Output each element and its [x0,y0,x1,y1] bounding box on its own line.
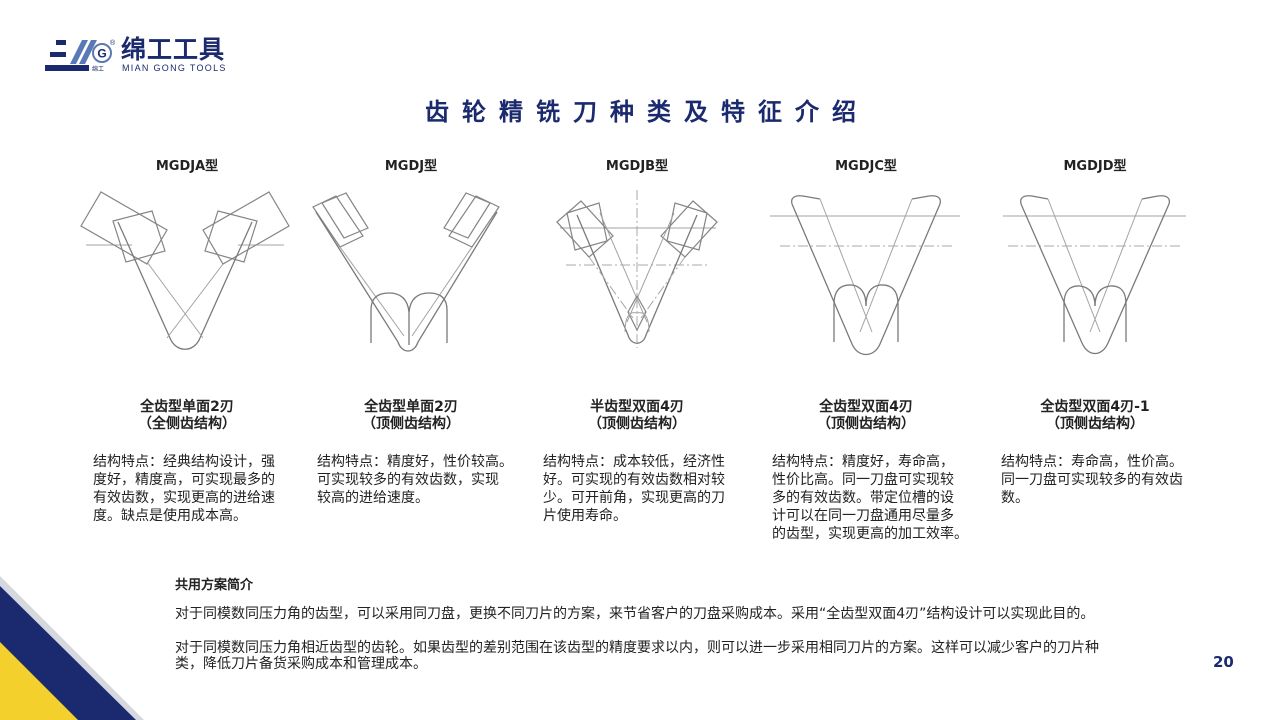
page-title: 齿轮精铣刀种类及特征介绍 [425,98,869,126]
tooth-profile-inner-lines [819,198,913,333]
cutter-type-name: 全齿型双面4刃-1 [1040,399,1150,415]
tooth-lobe-left [370,292,410,345]
page-number: 20 [1213,653,1234,671]
shared-solution-paragraph: 对于同模数同压力角的齿型，可以采用同刀盘，更换不同刀片的方案，来节省客户的刀盘采… [175,606,1095,622]
tooth-tip-outline [627,294,647,332]
cutter-structure: （全侧齿结构） [138,416,236,432]
insert-outline-right-2 [443,192,491,239]
cutter-description: 结构特点：寿命高，性价高。 同一刀盘可实现较多的有效齿 数。 [1001,454,1183,506]
cutter-type-name: 全齿型单面2刃 [364,399,458,415]
cutter-model-label: MGDJ型 [384,159,438,174]
brand-name-english: MIAN GONG TOOLS [122,63,227,73]
tooth-profile-inner-lines [1047,198,1143,333]
tooth-profile-outline [117,221,253,350]
tooth-tip-lobes [624,312,650,333]
tooth-profile-inner-lines [599,212,675,323]
cutter-diagrams [80,190,1186,356]
tooth-lobe-right [865,284,899,342]
cutter-type-name: 全齿型双面4刃 [819,399,913,415]
logo-bar-top [56,40,66,45]
insert-outline-right [448,195,500,248]
tooth-profile-outline [315,211,498,352]
cutter-card-mgdj: MGDJ型 全齿型单面2刃 （顶侧齿结构） 结构特点：精度好，性价较高。 可实现… [297,150,525,550]
logo-registered-mark: ® [110,39,116,47]
insert-outline-right-2 [666,202,708,251]
insert-outline-left-2 [112,210,166,263]
tooth-lobe-left [1063,285,1096,342]
cutter-description: 结构特点：成本较低，经济性 好。可实现的有效齿数相对较 少。可开前角，实现更高的… [543,454,725,524]
tooth-lobe-right [1094,285,1127,342]
cutter-structure: （顶侧齿结构） [817,416,915,432]
insert-outline-right [660,200,718,258]
diagram-mgdjb [556,190,718,348]
cutter-card-mgdjb: MGDJB型 半齿型双面4刃 （顶侧齿结构） 结构特点：成本较低，经济性 好。可… [523,150,751,550]
cutter-card-mgdja: MGDJA型 全齿型单面2刃 （全侧齿结构） 结构特点：经典结构设计，强 度好，… [73,150,301,550]
shared-solution-paragraph: 对于同模数同压力角相近齿型的齿轮。如果齿型的差别范围在该齿型的精度要求以内，则可… [175,640,1099,672]
diagram-mgdjd [1003,195,1186,355]
insert-outline-left [312,195,364,248]
cutter-model-label: MGDJD型 [1063,159,1127,174]
insert-outline-left-2 [566,202,608,251]
company-logo-icon: G ® 绵工 [45,39,116,73]
cutter-type-name: 半齿型双面4刃 [590,399,684,415]
cutter-model-label: MGDJA型 [155,159,219,174]
tooth-profile-inner-lines [146,261,224,339]
tooth-lobe-left [833,284,867,342]
arm-cap-right [1141,195,1171,205]
logo-mark-caption: 绵工 [92,65,104,73]
logo-slash-2 [79,40,97,64]
logo-ring [92,43,112,63]
cutter-description: 结构特点：经典结构设计，强 度好，精度高，可实现最多的 有效齿数，实现更高的进给… [93,454,275,524]
cutter-description: 结构特点：精度好，性价较高。 可实现较多的有效齿数，实现 较高的进给速度。 [317,454,513,506]
cutter-description: 结构特点：精度好，寿命高， 性价比高。同一刀盘可实现较 多的有效齿数。带定位槽的… [772,454,968,542]
logo-bar-middle [50,52,66,57]
corner-decoration [0,576,144,720]
cutter-structure: （顶侧齿结构） [588,416,686,432]
cutter-structure: （顶侧齿结构） [362,416,460,432]
arm-cap-right [911,195,942,205]
diagram-mgdja [80,191,290,350]
tooth-profile-outline [1020,203,1170,355]
logo-slash-1 [70,40,88,64]
tooth-lobe-right [408,292,448,343]
brand-name-chinese: 绵工工具 [121,35,226,64]
cutter-card-mgdjc: MGDJC型 全齿型双面4刃 （顶侧齿结构） 结构特点：精度好，寿命高， 性价比… [752,150,980,550]
logo-mark-letter: G [97,47,106,61]
decoration-yellow-triangle [0,642,78,720]
cutter-structure: （顶侧齿结构） [1046,416,1144,432]
insert-outline-left [556,200,614,258]
cutter-model-label: MGDJB型 [605,159,669,174]
insert-outline-left [80,191,168,265]
logo-bar-bottom [45,65,89,71]
arm-cap-left [1019,195,1049,205]
tooth-profile-inner-lines [339,246,473,337]
arm-cap-left [790,195,821,205]
diagram-mgdj [312,192,500,352]
insert-outline-right-2 [204,210,258,263]
insert-outline-left-2 [321,192,369,239]
tooth-profile-outline [576,214,698,344]
diagram-mgdjc [770,195,960,356]
cutter-model-label: MGDJC型 [835,159,897,174]
shared-solution-heading: 共用方案简介 [175,578,254,593]
tooth-profile-dashed-lines [588,256,686,319]
insert-outline-right [202,191,290,265]
tooth-profile-outline [791,203,941,356]
cutter-type-name: 全齿型单面2刃 [140,399,234,415]
cutter-card-mgdjd: MGDJD型 全齿型双面4刃-1 （顶侧齿结构） 结构特点：寿命高，性价高。 同… [981,150,1209,550]
